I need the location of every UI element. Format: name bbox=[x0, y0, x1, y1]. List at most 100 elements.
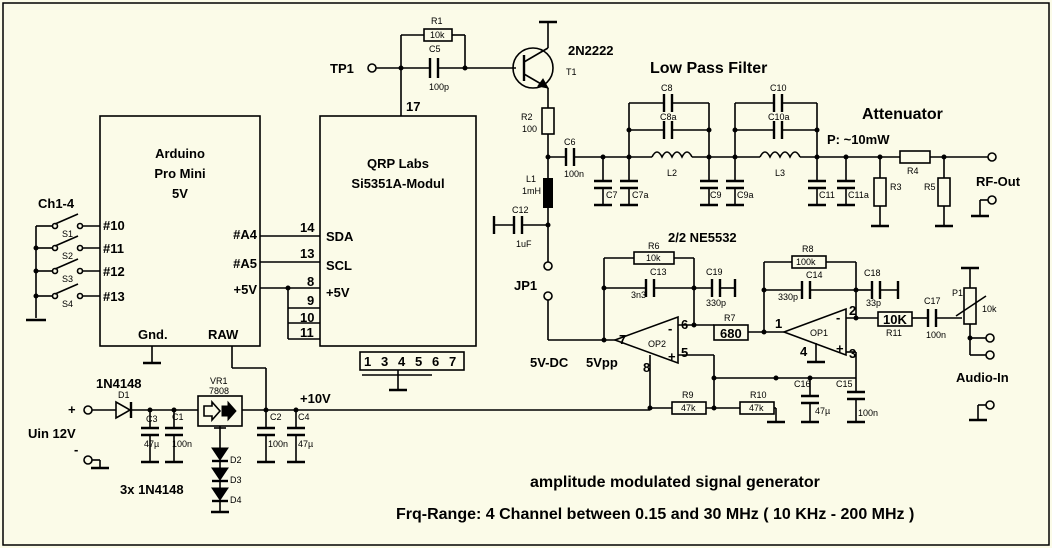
p1-value: 10k bbox=[982, 304, 997, 314]
d1-ref: D1 bbox=[118, 390, 130, 400]
r4-ref: R4 bbox=[907, 166, 919, 176]
arduino-pin-13: #13 bbox=[103, 289, 125, 304]
switch-s4: S4 bbox=[36, 283, 100, 309]
regulator-vr1: VR1 7808 bbox=[197, 376, 243, 448]
si-bottom-pin-6: 6 bbox=[432, 354, 439, 369]
c4-ref: C4 bbox=[298, 412, 310, 422]
switch-s1-label: S1 bbox=[62, 229, 73, 239]
op2-plus: + bbox=[668, 349, 676, 364]
switch-s2: S2 bbox=[36, 235, 100, 261]
oscillator-input-stage: TP1 C5 100p 10k R1 2N2222 T1 bbox=[330, 16, 614, 178]
diode-stack: D2 D3 D4 3x 1N4148 bbox=[120, 447, 242, 514]
t1-part: 2N2222 bbox=[568, 43, 614, 58]
r11-value: 10K bbox=[883, 312, 907, 327]
op2-ref: OP2 bbox=[648, 339, 666, 349]
c11-ref: C11 bbox=[819, 190, 835, 200]
uin-label: Uin 12V bbox=[28, 426, 76, 441]
c16-value: 47µ bbox=[815, 406, 830, 416]
d2-ref: D2 bbox=[230, 455, 242, 465]
op2-pin-7: 7 bbox=[619, 332, 626, 347]
si5351-title-2: Si5351A-Modul bbox=[351, 176, 444, 191]
c18-value: 33p bbox=[866, 298, 881, 308]
c2-value: 100n bbox=[268, 439, 288, 449]
op1-pin-1: 1 bbox=[775, 316, 782, 331]
channel-label: Ch1-4 bbox=[38, 196, 75, 211]
c19-value: 330p bbox=[706, 298, 726, 308]
op1-pin-2: 2 bbox=[849, 303, 856, 318]
d1-part-label: 1N4148 bbox=[96, 376, 142, 391]
op1-pin-3: 3 bbox=[849, 346, 856, 361]
uin-plus: + bbox=[68, 402, 76, 417]
channel-switches: Ch1-4 S1 S2 S3 S4 bbox=[26, 196, 100, 322]
opamp-section: 2/2 NE5532 OP2 - + 7 6 5 8 10k R6 C13 3n… bbox=[601, 230, 1009, 424]
r8-value: 100k bbox=[796, 257, 816, 267]
lpf-title: Low Pass Filter bbox=[650, 60, 767, 77]
tp1-label: TP1 bbox=[330, 61, 354, 76]
diode-stack-part: 3x 1N4148 bbox=[120, 482, 184, 497]
si-pin-8: 8 bbox=[307, 274, 314, 289]
c5-ref: C5 bbox=[429, 44, 441, 54]
si-bottom-pin-5: 5 bbox=[415, 354, 422, 369]
c6-value: 100n bbox=[564, 169, 584, 179]
r7-value: 680 bbox=[720, 326, 742, 341]
switch-s1: S1 bbox=[36, 213, 100, 239]
c2-ref: C2 bbox=[270, 412, 282, 422]
c6-ref: C6 bbox=[564, 137, 576, 147]
r2-ref: R2 bbox=[521, 112, 533, 122]
c15-value: 100n bbox=[858, 408, 878, 418]
attenuator-title: Attenuator bbox=[862, 106, 943, 123]
op1-minus: - bbox=[836, 310, 840, 325]
c16-ref: C16 bbox=[794, 379, 811, 389]
diagram-title: amplitude modulated signal generator bbox=[530, 474, 820, 491]
c1-ref: C1 bbox=[172, 412, 184, 422]
switch-s2-label: S2 bbox=[62, 251, 73, 261]
si5351-title-1: QRP Labs bbox=[367, 156, 429, 171]
c9a-ref: C9a bbox=[737, 190, 754, 200]
si-bottom-pin-4: 4 bbox=[398, 354, 406, 369]
l1-value: 1mH bbox=[522, 186, 541, 196]
arduino-pin-a4: #A4 bbox=[233, 227, 258, 242]
d4-ref: D4 bbox=[230, 495, 242, 505]
arduino-pin-11: #11 bbox=[103, 241, 124, 256]
arduino-pin-5v: +5V bbox=[234, 282, 258, 297]
op1-pin-4: 4 bbox=[800, 344, 808, 359]
opamp-op1: OP1 - + 1 2 3 4 bbox=[775, 303, 856, 364]
c8-ref: C8 bbox=[661, 83, 673, 93]
arduino-title-3: 5V bbox=[172, 186, 188, 201]
audio-in-label: Audio-In bbox=[956, 370, 1009, 385]
opamp-op2: OP2 - + 7 6 5 8 bbox=[612, 315, 688, 408]
c17-ref: C17 bbox=[924, 296, 941, 306]
op2-pin-5: 5 bbox=[681, 345, 688, 360]
si-label-5v: +5V bbox=[326, 285, 350, 300]
op1-plus: + bbox=[836, 341, 844, 356]
v10-label: +10V bbox=[300, 391, 331, 406]
arduino-pin-10: #10 bbox=[103, 218, 125, 233]
r6-value: 10k bbox=[646, 253, 661, 263]
arduino-pin-a5: #A5 bbox=[233, 256, 257, 271]
c4-value: 47µ bbox=[298, 439, 313, 449]
label-5vpp: 5Vpp bbox=[586, 355, 618, 370]
attenuator: Attenuator P: ~10mW R4 R3 R5 RF-Out bbox=[827, 106, 1021, 228]
r10-value: 47k bbox=[749, 403, 764, 413]
r7-ref: R7 bbox=[724, 313, 736, 323]
t1-ref: T1 bbox=[566, 67, 577, 77]
si-pin-17: 17 bbox=[406, 99, 420, 114]
l2-ref: L2 bbox=[667, 168, 677, 178]
c10a-ref: C10a bbox=[768, 112, 790, 122]
c13-value: 3n3 bbox=[631, 290, 646, 300]
c3-ref: C3 bbox=[146, 414, 158, 424]
c12-ref: C12 bbox=[512, 205, 529, 215]
si-pin-14: 14 bbox=[300, 220, 315, 235]
arduino-title-1: Arduino bbox=[155, 146, 205, 161]
c8a-ref: C8a bbox=[660, 112, 677, 122]
arduino-module: Arduino Pro Mini 5V #10 #11 #12 #13 #A4 … bbox=[99, 115, 261, 365]
r5-ref: R5 bbox=[924, 182, 936, 192]
op1-ref: OP1 bbox=[810, 328, 828, 338]
si-pin-10: 10 bbox=[300, 310, 314, 325]
c17-value: 100n bbox=[926, 330, 946, 340]
c14-value: 330p bbox=[778, 292, 798, 302]
c14-ref: C14 bbox=[806, 270, 823, 280]
c13-ref: C13 bbox=[650, 267, 667, 277]
output-coupling: C6 100n L1 1mH C12 1uF JP1 5V-DC 5Vpp bbox=[492, 137, 870, 370]
